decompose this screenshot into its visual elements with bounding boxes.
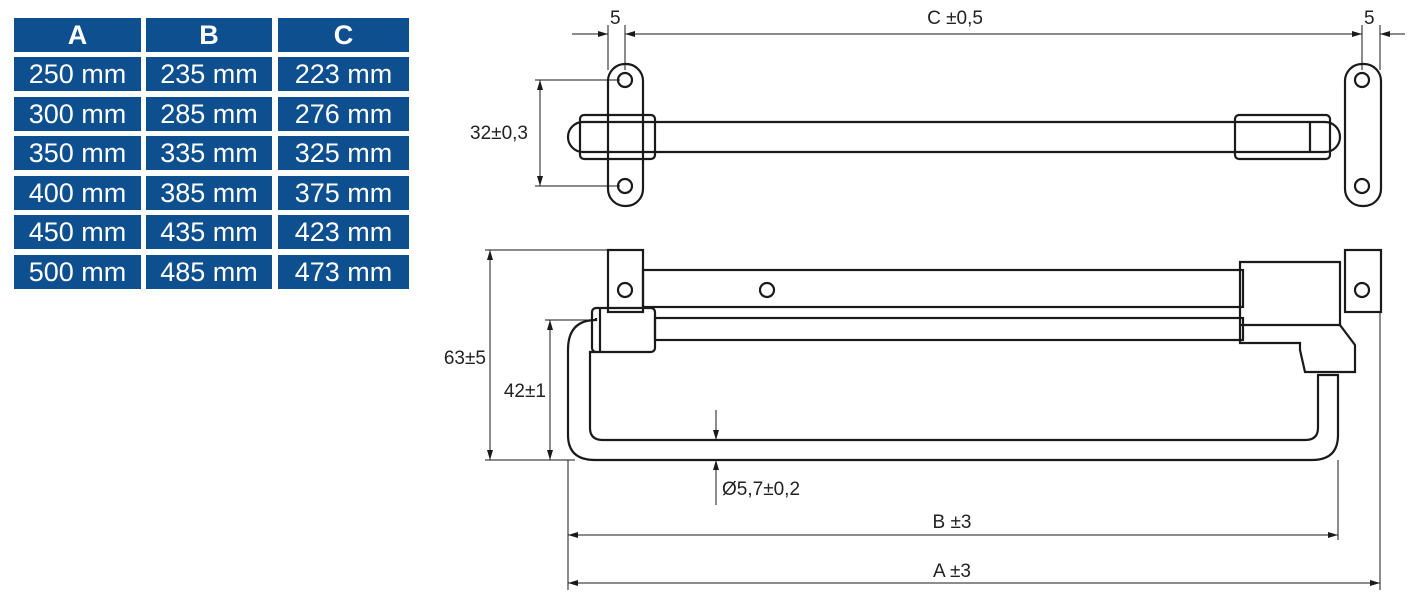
dim-c: C ±0,5 [927,8,983,29]
dim-right-offset: 5 [1364,8,1375,29]
dim-rod-diameter: Ø5,7±0,2 [722,479,800,500]
table-cell: 385 mm [146,176,272,210]
table-cell: 500 mm [14,255,141,289]
table-cell: 450 mm [14,215,141,249]
table-cell: 400 mm [14,176,141,210]
top-dimensions: 5 C ±0,5 5 32±0,3 [470,8,1405,187]
dim-a: A ±3 [933,561,971,582]
top-view [566,62,1383,208]
dim-left-offset: 5 [610,8,621,29]
dim-height-rod: 42±1 [504,381,546,402]
table-header-b: B [146,18,272,52]
table-cell: 235 mm [146,57,272,91]
table-cell: 285 mm [146,97,272,131]
table-cell: 435 mm [146,215,272,249]
table-cell: 473 mm [278,255,409,289]
table-cell: 375 mm [278,176,409,210]
table-cell: 325 mm [278,136,409,170]
table-cell: 250 mm [14,57,141,91]
table-cell: 276 mm [278,97,409,131]
table-header-a: A [14,18,141,52]
dim-b: B ±3 [933,512,972,533]
table-cell: 350 mm [14,136,141,170]
dim-height-total: 63±5 [444,348,486,369]
table-cell: 300 mm [14,97,141,131]
side-view [566,248,1383,462]
table-cell: 335 mm [146,136,272,170]
table-header-c: C [278,18,409,52]
table-cell: 423 mm [278,215,409,249]
table-cell: 485 mm [146,255,272,289]
table-cell: 223 mm [278,57,409,91]
dim-hole-spacing: 32±0,3 [470,123,528,144]
side-dimensions: 63±5 42±1 Ø5,7±0,2 B ±3 A ±3 [444,249,1381,590]
